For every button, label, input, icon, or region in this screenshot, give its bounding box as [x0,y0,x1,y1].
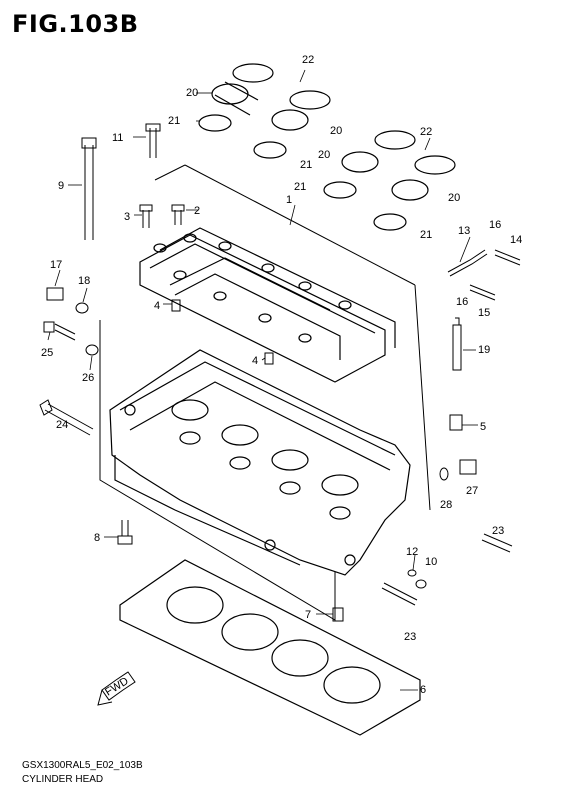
callout-18: 18 [78,275,90,287]
washer-12 [407,569,417,577]
callout-6: 6 [420,684,426,696]
nut-10 [415,579,427,589]
callout-16b: 16 [456,296,468,308]
callout-15: 15 [478,307,490,319]
callout-2: 2 [194,205,200,217]
sensor-5 [449,414,463,431]
dowel-lower [264,352,274,365]
callout-20c: 20 [318,149,330,161]
callout-10: 10 [425,556,437,568]
bolt-15 [469,284,496,301]
callout-21d: 21 [420,229,432,241]
callout-labels: 1 2 3 4 4 5 6 7 8 9 10 11 12 13 14 15 16… [41,54,522,699]
bolt-23-upper [481,533,513,553]
callout-4a: 4 [154,300,160,312]
callout-20b: 20 [330,125,342,137]
callout-20a: 20 [186,87,198,99]
callout-21c: 21 [294,181,306,193]
callout-9: 9 [58,180,64,192]
spark-plug-19 [452,317,462,371]
callout-3: 3 [124,211,130,223]
callout-21b: 21 [300,159,312,171]
pipe-13 [447,249,488,277]
cap-17 [46,287,64,301]
bolt-11 [145,123,161,158]
cam-cover-group [139,227,396,383]
bolt-8 [117,520,133,545]
dowel-7 [332,607,344,622]
callout-8: 8 [94,532,100,544]
dowel-upper [171,299,181,312]
callout-17: 17 [50,259,62,271]
bolt-25 [43,321,76,341]
figure-name: CYLINDER HEAD [22,774,104,785]
bolt-3 [139,204,153,228]
washer-26 [85,344,99,356]
callout-24: 24 [56,419,68,431]
bolt-23-lower [381,582,418,606]
callout-14: 14 [510,234,522,246]
intake-pipes-right [323,130,456,231]
callout-13: 13 [458,225,470,237]
washer-18 [75,302,89,314]
callout-23b: 23 [404,631,416,643]
callout-7: 7 [305,609,311,621]
callout-23a: 23 [492,525,504,537]
callout-11: 11 [112,132,123,144]
washer-28 [439,467,449,481]
callout-22b: 22 [420,126,432,138]
fwd-label: FWD [103,675,131,698]
callout-28: 28 [440,499,452,511]
sensor-27 [459,459,477,475]
callout-27: 27 [466,485,478,497]
callout-21a: 21 [168,115,180,127]
callout-16a: 16 [489,219,501,231]
callout-25: 25 [41,347,53,359]
reference-box [99,395,336,621]
head-gasket [119,559,421,736]
intake-pipes-left [198,63,331,159]
bolt-2 [171,204,185,225]
bolt-24 [39,399,94,436]
callout-5: 5 [480,421,486,433]
callout-4b: 4 [252,355,258,367]
fwd-arrow-icon [97,671,136,706]
callout-20d: 20 [448,192,460,204]
cylinder-head-body [109,349,411,576]
callout-22a: 22 [302,54,314,66]
callout-1: 1 [286,194,292,206]
bolt-14 [494,249,521,266]
callout-19: 19 [478,344,490,356]
callout-26: 26 [82,372,94,384]
figure-code: GSX1300RAL5_E02_103B [22,760,143,771]
head-bolt-long [81,137,97,240]
callout-12: 12 [406,546,418,558]
figure-title: FIG.103B [12,10,139,38]
